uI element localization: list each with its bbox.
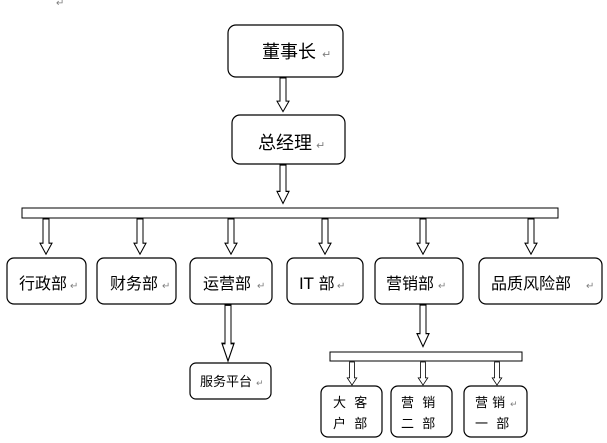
node-marketing1-line2: 一 部 [475,417,509,432]
paragraph-mark: ↵ [257,281,265,292]
node-gm-box [231,114,346,165]
arrow-to-operations [224,218,238,255]
arrow-to-marketing2 [417,361,429,386]
paragraph-mark: ↵ [316,139,325,152]
arrow-marketing-subbar [416,304,430,348]
arrow-to-admin [39,218,53,255]
paragraph-mark: ↵ [438,281,446,292]
node-admin-label: 行政部 [19,274,67,293]
node-operations-box [189,257,273,305]
node-operations-label: 运营部 [203,274,251,293]
node-marketing2-box [390,385,453,438]
paragraph-mark: ↵ [322,48,331,61]
node-marketing2-line2: 二 部 [401,417,435,432]
node-marketing2-line1: 营 销 [401,396,435,411]
distribution-bar [21,207,559,219]
node-service-platform-label: 服务平台 [200,374,252,390]
node-gm-label: 总经理 [258,133,312,154]
node-finance-label: 财务部 [110,274,158,293]
node-key-accounts-line1: 大 客 [333,395,367,411]
node-marketing-label: 营销部 [386,274,434,293]
arrow-to-finance [133,218,147,255]
node-chairman-box [227,24,344,78]
paragraph-mark: ↵ [162,281,170,292]
node-marketing1-box [463,385,528,438]
sub-distribution-bar [329,351,523,362]
node-chairman-label: 董事长 [262,42,316,63]
node-admin-box [6,257,87,305]
paragraph-mark: ↵ [510,400,518,410]
paragraph-mark: ↵ [586,281,594,292]
arrow-to-key-accounts [346,361,358,386]
arrow-to-it [318,218,332,255]
arrow-to-quality [524,218,538,255]
paragraph-mark: ↵ [70,281,78,292]
arrow-gm-bar [276,164,290,204]
node-key-accounts-box [320,385,383,438]
arrow-to-marketing1 [491,361,503,386]
node-finance-box [96,257,177,305]
arrow-ops-service [221,304,235,362]
paragraph-mark: ↵ [56,0,64,9]
node-key-accounts-line2: 户 部 [333,416,367,432]
arrow-to-marketing [416,218,430,255]
node-service-platform-box [189,362,272,400]
node-quality-label: 品质风险部 [491,274,571,293]
node-it-box [286,257,364,305]
arrow-chairman-gm [276,77,290,113]
node-quality-box [478,257,603,305]
node-marketing1-line1: 营 销 [475,396,505,411]
node-marketing-box [374,257,464,305]
paragraph-mark: ↵ [337,281,345,292]
node-it-label: IT 部 [299,274,335,293]
paragraph-mark: ↵ [256,379,264,389]
